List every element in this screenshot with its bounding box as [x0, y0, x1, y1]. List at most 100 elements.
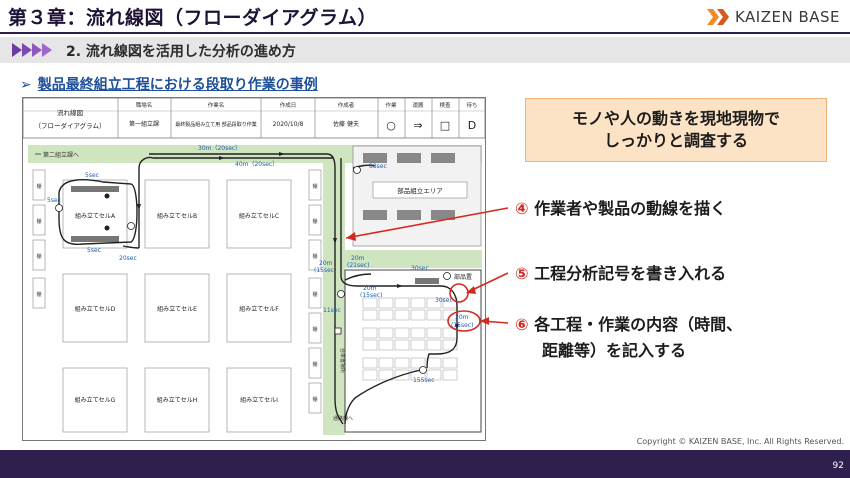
footer-bar	[0, 450, 850, 478]
sheet-label-transport: 運搬	[412, 101, 424, 109]
cell-a-label: 組み立てセルA	[75, 212, 116, 220]
shelf-label: 棚	[312, 218, 317, 225]
center-aisle	[323, 145, 345, 435]
left-shelves: 棚 棚 棚 棚	[32, 169, 46, 309]
header-rule	[0, 32, 850, 34]
cell-i-label: 組み立てセルI	[240, 396, 278, 404]
shelf-label: 棚	[36, 183, 41, 190]
from-aisle-label: 通路課へ	[333, 415, 353, 422]
flow-note: 30sec	[411, 265, 429, 272]
process-symbols	[55, 166, 451, 374]
triangle-bullet-icon: ➢	[20, 77, 32, 93]
cell-e-label: 組み立てセルE	[157, 305, 197, 313]
copyright: Copyright © KAIZEN BASE, Inc. All Rights…	[636, 437, 844, 446]
step-5-text: 工程分析記号を書き入れる	[534, 264, 727, 283]
flow-note: (15sec)	[451, 322, 473, 329]
step-6-text: 各工程・作業の内容（時間、	[534, 315, 743, 334]
flow-note: (21sec)	[347, 262, 369, 269]
step-6-text-line2: 距離等）を記入する	[542, 341, 687, 360]
parts-area-label: 部品組立エリア	[397, 186, 443, 195]
kaizen-logo-icon	[706, 9, 729, 25]
sheet-label-author: 作成者	[338, 101, 355, 109]
flow-note: 20m	[363, 285, 377, 292]
assembly-cells: 組み立てセルA 組み立てセルB 組み立てセルC 組み立てセルD 組み立てセルE …	[62, 179, 292, 433]
transport-symbol: ⇒	[413, 119, 422, 132]
parts-storage-area: 部品置 台車置場所 通路課へ	[333, 269, 482, 433]
chevron-arrows-icon	[12, 43, 52, 57]
sheet-label-date: 作成日	[280, 101, 297, 109]
sheet-label-wait: 待ち	[466, 101, 477, 109]
step-4-text: 作業者や製品の動線を描く	[534, 199, 727, 218]
flow-note: 155sec	[413, 377, 435, 384]
flow-note: 11sec	[323, 307, 341, 314]
sheet-label-flowchart: 流れ線図	[57, 108, 83, 117]
center-shelves: 棚 棚 棚 棚 棚 棚 棚	[308, 169, 322, 414]
shelf-label: 棚	[312, 326, 317, 333]
flow-diagram-sheet: 流れ線図 （フローダイアグラム） 職場名 第一組立課 作業名 最終製品組み立て用…	[22, 97, 486, 441]
sheet-value-flowchart: （フローダイアグラム）	[35, 121, 106, 130]
flow-note: 5sec	[47, 197, 61, 204]
flow-note: 88sec	[369, 163, 387, 170]
subtitle: 2. 流れ線図を活用した分析の進め方	[66, 44, 296, 60]
flow-note: 20sec	[119, 255, 137, 262]
sheet-value-date: 2020/10/8	[273, 121, 304, 128]
callout-text: モノや人の動きを現地現物で しっかりと調査する	[571, 109, 780, 150]
parts-assembly-area: 部品組立エリア	[352, 145, 482, 247]
flow-arrows	[137, 152, 459, 330]
step-4: ④ 作業者や製品の動線を描く	[515, 198, 726, 220]
wait-symbol: D	[468, 119, 476, 132]
flow-note: (15sec)	[314, 267, 336, 274]
cell-h-label: 組み立てセルH	[157, 396, 198, 404]
flow-note: 5sec	[85, 172, 99, 179]
shelf-label: 棚	[36, 291, 41, 298]
cart-storage-label: 台車置場所	[339, 348, 346, 373]
right-aisle	[345, 250, 482, 268]
sheet-label-inspection: 検査	[439, 101, 451, 109]
sheet-value-workplace: 第一組立課	[129, 120, 159, 128]
flow-note: 30m（20sec）	[198, 145, 241, 152]
cell-b-label: 組み立てセルB	[157, 212, 197, 220]
operation-symbol: ○	[386, 119, 396, 132]
flow-note: 20m	[351, 255, 365, 262]
flow-paths	[58, 153, 458, 425]
parts-storage-label: 部品置	[454, 273, 472, 281]
aisle-label: 第二組立課へ	[43, 151, 79, 159]
sheet-label-operation: 作業	[385, 101, 397, 109]
flow-note: 30sec	[435, 297, 453, 304]
page-number: 92	[832, 461, 844, 471]
section-heading: ➢ 製品最終組立工程における段取り作業の事例	[20, 74, 318, 94]
step-4-number: ④	[515, 199, 529, 218]
section-title: 製品最終組立工程における段取り作業の事例	[37, 77, 318, 93]
cell-c-label: 組み立てセルC	[239, 212, 279, 220]
shelf-label: 棚	[36, 218, 41, 225]
shelf-label: 棚	[312, 361, 317, 368]
flow-note: 20m	[319, 260, 333, 267]
page-title: 第３章：流れ線図（フローダイアグラム）	[8, 7, 377, 29]
step-6-continued: 距離等）を記入する	[542, 340, 686, 362]
flow-note: 40m（20sec）	[235, 161, 278, 168]
sheet-label-work: 作業名	[208, 101, 225, 109]
cell-d-label: 組み立てセルD	[75, 305, 116, 313]
step-5-number: ⑤	[515, 264, 529, 283]
callout-box: モノや人の動きを現地現物で しっかりと調査する	[525, 98, 827, 162]
shelf-label: 棚	[312, 183, 317, 190]
flow-note: (15sec)	[360, 292, 382, 299]
sheet-value-author: 佐藤 健夫	[333, 120, 359, 128]
flow-note: 20m	[455, 314, 469, 321]
logo-text: KAIZEN BASE	[734, 8, 840, 26]
kaizen-base-logo: KAIZEN BASE	[705, 6, 840, 28]
cell-g-label: 組み立てセルG	[75, 396, 116, 404]
step-6: ⑥ 各工程・作業の内容（時間、	[515, 314, 742, 336]
flow-note: 5sec	[87, 247, 101, 254]
step-5: ⑤ 工程分析記号を書き入れる	[515, 263, 726, 285]
sheet-label-workplace: 職場名	[136, 101, 153, 109]
shelf-label: 棚	[312, 253, 317, 260]
sheet-value-work: 最終製品組み立て用 部品段取り作業	[175, 121, 257, 128]
sheet-header-table: 流れ線図 （フローダイアグラム） 職場名 第一組立課 作業名 最終製品組み立て用…	[22, 97, 486, 139]
shelf-label: 棚	[36, 253, 41, 260]
subtitle-band: 2. 流れ線図を活用した分析の進め方	[0, 37, 850, 63]
shelf-label: 棚	[312, 291, 317, 298]
inspection-symbol: □	[440, 119, 450, 132]
cell-f-label: 組み立てセルF	[239, 305, 279, 313]
